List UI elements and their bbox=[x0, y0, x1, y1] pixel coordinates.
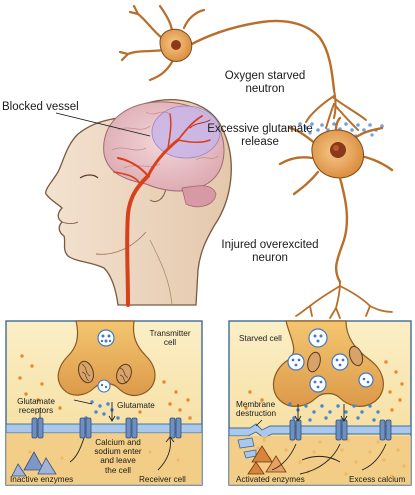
ion-arrows-right bbox=[271, 404, 387, 475]
eye bbox=[79, 174, 99, 179]
excess-calcium-label: Excess calcium bbox=[349, 475, 405, 484]
oxygen-starved-neuron bbox=[118, 4, 336, 92]
transmitter-line2: cell bbox=[163, 338, 177, 348]
injured-line2: neuron bbox=[252, 251, 288, 264]
membrane-destruction-label: Membrane destruction bbox=[236, 400, 276, 418]
receptors-line2: receptors bbox=[18, 406, 54, 416]
neck-line bbox=[149, 239, 173, 306]
axon-terminal-lower bbox=[295, 281, 393, 319]
starved-nucleus bbox=[171, 40, 181, 50]
calcium-sodium-label: Calcium and sodium enter and leave the c… bbox=[86, 438, 150, 475]
activated-enzymes bbox=[247, 445, 287, 475]
lip-line bbox=[61, 221, 79, 224]
mitochondria-right bbox=[307, 345, 364, 373]
starved-terminal bbox=[272, 320, 384, 407]
ion-arrows-left bbox=[69, 402, 175, 471]
cerebellum bbox=[181, 185, 217, 208]
oxygen-starved-label: Oxygen starved neutron bbox=[206, 70, 324, 96]
activated-enzymes-label: Activated enzymes bbox=[236, 475, 305, 484]
transmitter-cell-label: Transmitter cell bbox=[142, 329, 198, 347]
receptors-right bbox=[289, 419, 392, 441]
oxygen-starved-line1: Oxygen starved bbox=[224, 70, 306, 82]
receptors-left bbox=[31, 417, 182, 439]
activated-enzymes-text: Activated enzymes bbox=[236, 475, 305, 484]
vesicles-right bbox=[287, 328, 374, 393]
membrane-line2: destruction bbox=[236, 409, 277, 419]
influx-line1: Calcium and bbox=[95, 438, 141, 447]
excess-calcium-text: Excess calcium bbox=[349, 475, 406, 484]
vesicles-left bbox=[97, 329, 115, 393]
influx-line3: and leave bbox=[100, 456, 136, 466]
oxygen-starved-line2: neutron bbox=[245, 82, 285, 95]
starved-cell-text: Starved cell bbox=[239, 334, 282, 343]
influx-line2: sodium enter bbox=[94, 447, 142, 457]
transmitter-line1: Transmitter bbox=[149, 329, 191, 338]
receptors-line1: Glutamate bbox=[17, 397, 55, 406]
receiver-cell-label: Receiver cell bbox=[139, 475, 186, 484]
vesicle-contents-right bbox=[291, 334, 370, 389]
starved-cell-label: Starved cell bbox=[239, 334, 282, 343]
glutamate-release-line1: Excessive glutamate bbox=[207, 123, 313, 135]
glutamate-label: Glutamate bbox=[117, 401, 155, 410]
glutamate-receptors-label: Glutamate receptors bbox=[10, 397, 62, 415]
axon-terminal-upper bbox=[305, 89, 367, 131]
inactive-enzymes bbox=[11, 451, 57, 477]
jaw-line bbox=[95, 231, 147, 255]
membrane-pointer bbox=[255, 419, 263, 427]
injured-neuron bbox=[278, 116, 394, 284]
vessel-pointer bbox=[55, 112, 151, 137]
panel-normal-synapse bbox=[5, 320, 203, 486]
neuron-chain bbox=[118, 4, 394, 319]
glutamate-release-line2: release bbox=[241, 135, 279, 148]
head-illustration bbox=[45, 99, 232, 307]
influx-line4: the cell bbox=[105, 465, 131, 475]
blocked-vessel-text: Blocked vessel bbox=[2, 101, 79, 113]
blocked-vessel-label: Blocked vessel bbox=[2, 101, 79, 114]
glutamate-release-label: Excessive glutamate release bbox=[196, 123, 324, 149]
inactive-enzymes-text: Inactive enzymes bbox=[10, 475, 74, 484]
receiver-cell-text: Receiver cell bbox=[139, 475, 186, 484]
blood-vessels bbox=[113, 113, 211, 307]
mitochondria-left bbox=[78, 360, 132, 385]
left-panel-pointers bbox=[39, 399, 93, 418]
injured-neuron-label: Injured overexcited neuron bbox=[214, 239, 326, 265]
injured-line1: Injured overexcited bbox=[221, 239, 319, 251]
panel-excitotoxic-synapse bbox=[228, 320, 412, 486]
glutamate-text: Glutamate bbox=[117, 401, 155, 410]
membrane-line1: Membrane bbox=[236, 400, 276, 409]
inactive-enzymes-label: Inactive enzymes bbox=[10, 475, 73, 484]
